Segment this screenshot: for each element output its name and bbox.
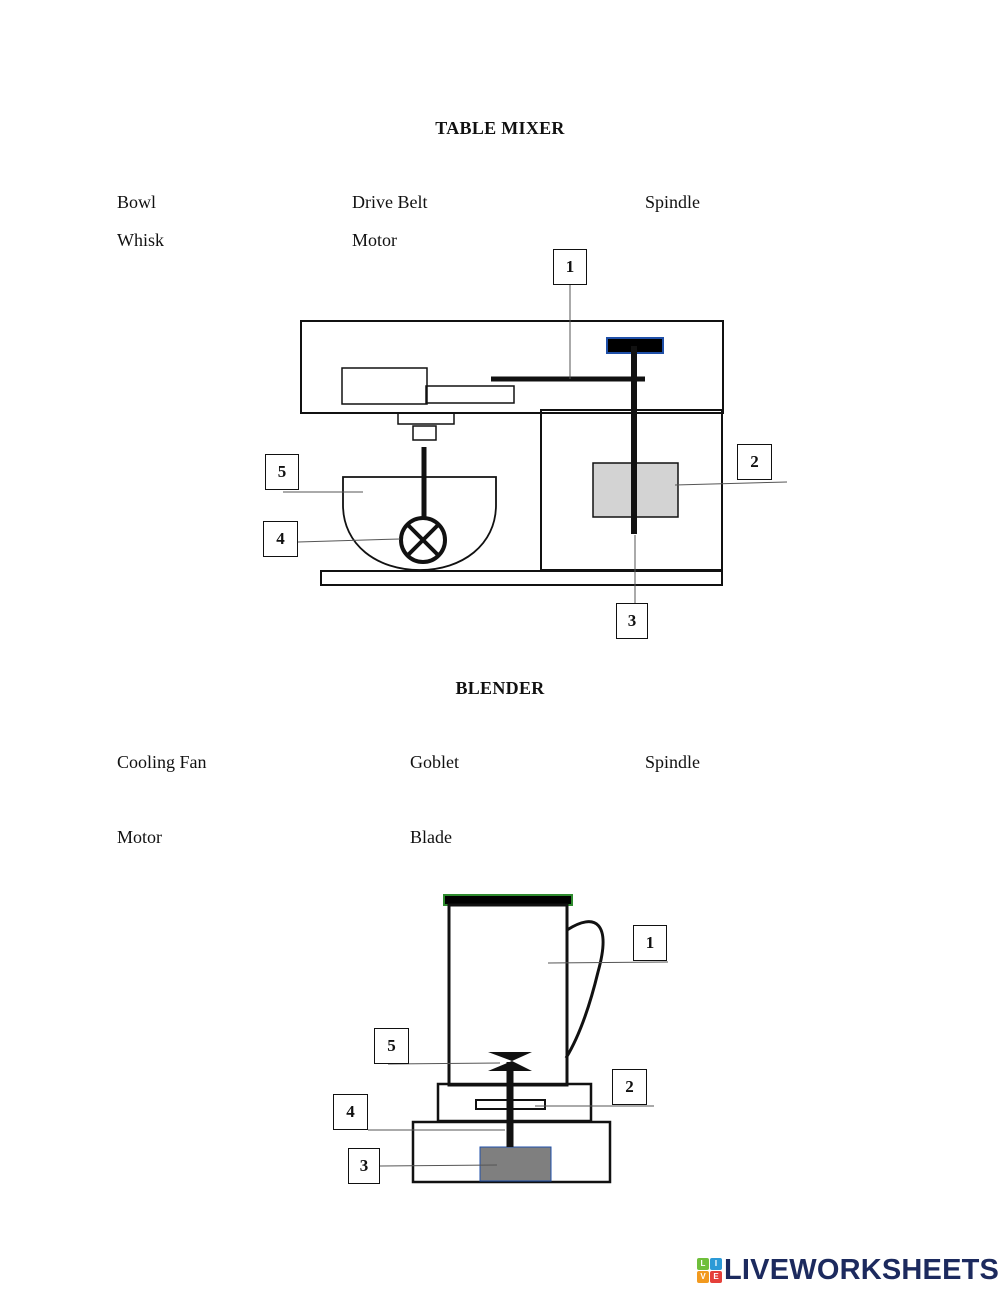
mixer-attachment-hub bbox=[412, 425, 437, 441]
mixer-label-box-1: 1 bbox=[553, 249, 587, 285]
mixer-whisk bbox=[399, 516, 447, 564]
word-bank-item-cooling-fan: Cooling Fan bbox=[117, 752, 207, 772]
blender-title: BLENDER bbox=[455, 678, 545, 698]
blender-label-box-5: 5 bbox=[374, 1028, 409, 1064]
word-bank-item-spindle: Spindle bbox=[645, 192, 701, 212]
blender-blade bbox=[488, 1052, 532, 1061]
liveworksheets-wordmark: LIVEWORKSHEETS bbox=[724, 1254, 1000, 1286]
mixer-leader-2 bbox=[674, 481, 788, 486]
blender-label-box-4: 4 bbox=[333, 1094, 368, 1130]
mixer-belt-box bbox=[425, 385, 515, 404]
liveworksheets-logo-icon: L I V E bbox=[697, 1257, 722, 1283]
mixer-leader-4 bbox=[297, 538, 401, 543]
blender-leader-3 bbox=[379, 1164, 498, 1167]
word-bank-item-spindle: Spindle bbox=[645, 752, 701, 772]
mixer-bowl bbox=[342, 476, 497, 571]
blender-label-box-1: 1 bbox=[633, 925, 667, 961]
liveworksheets-logo[interactable]: L I V E LIVEWORKSHEETS bbox=[697, 1250, 999, 1290]
word-bank-item-whisk: Whisk bbox=[117, 230, 164, 250]
mixer-head-housing bbox=[300, 320, 724, 414]
mixer-label-box-4: 4 bbox=[263, 521, 298, 557]
mixer-attachment-collar bbox=[397, 412, 455, 425]
word-bank-item-bowl: Bowl bbox=[117, 192, 157, 212]
blender-motor bbox=[479, 1146, 552, 1182]
mixer-base bbox=[320, 570, 723, 586]
blender-label-box-3: 3 bbox=[348, 1148, 380, 1184]
mixer-label-box-5: 5 bbox=[265, 454, 299, 490]
word-bank-item-blade: Blade bbox=[410, 827, 452, 847]
word-bank-item-drive-belt: Drive Belt bbox=[352, 192, 428, 212]
blender-label-box-2: 2 bbox=[612, 1069, 647, 1105]
word-bank-item-goblet: Goblet bbox=[410, 752, 459, 772]
word-bank-item-motor: Motor bbox=[117, 827, 162, 847]
word-bank-item-motor: Motor bbox=[352, 230, 397, 250]
mixer-label-box-3: 3 bbox=[616, 603, 648, 639]
blender-leader-1 bbox=[547, 961, 669, 964]
table-mixer-title: TABLE MIXER bbox=[435, 118, 565, 138]
mixer-label-box-2: 2 bbox=[737, 444, 772, 480]
blender-handle bbox=[564, 920, 605, 1059]
blender-upper-base bbox=[436, 1082, 593, 1123]
